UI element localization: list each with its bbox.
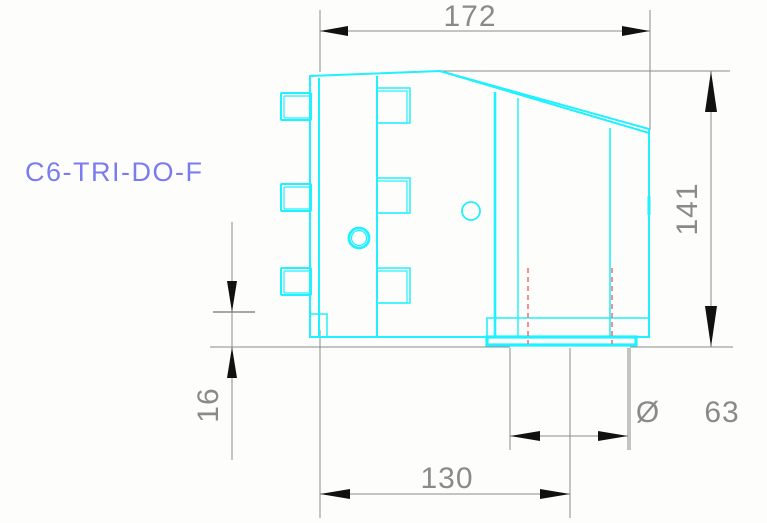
inner-tab-1b (376, 90, 408, 124)
dimension-value-141: 141 (671, 182, 704, 235)
diameter-symbol: Ø (636, 396, 660, 429)
arrow-130-left (320, 489, 350, 499)
dimension-value-130: 130 (420, 462, 473, 495)
part-geometry-group (280, 69, 651, 347)
taper-inner-line (439, 70, 650, 134)
dimension-lines-group (210, 10, 733, 518)
arrow-141-bottom (705, 306, 717, 347)
dimension-value-63: 63 (704, 396, 739, 429)
inner-tab-2 (376, 177, 411, 214)
inner-tab-3 (376, 267, 411, 304)
hole-left (347, 226, 371, 250)
body-main-outline (309, 69, 650, 338)
arrow-172-right (622, 26, 650, 36)
inner-tab-2b (376, 180, 408, 214)
part-label: C6-TRI-DO-F (25, 157, 203, 187)
arrow-dia-right (598, 431, 628, 441)
left-flange-2 (280, 183, 312, 212)
arrow-16-upper (227, 281, 237, 312)
left-bottom-notch (309, 313, 328, 338)
left-flange-3 (280, 267, 312, 296)
left-flange-3-inner (283, 270, 312, 294)
arrow-dia-left (510, 431, 540, 441)
centerlines-group (527, 268, 613, 344)
dimension-value-172: 172 (443, 0, 496, 33)
arrow-141-top (705, 71, 717, 112)
inner-tab-1 (376, 87, 411, 124)
arrow-130-right (540, 489, 570, 499)
left-flange-1 (280, 92, 312, 121)
inner-tab-3b (376, 270, 408, 304)
hole-left-inner (350, 229, 368, 247)
hole-right (461, 201, 481, 221)
base-plate-foot (485, 335, 638, 347)
dimension-value-16: 16 (192, 387, 225, 422)
left-flange-2-inner (283, 186, 312, 210)
base-plate-outline (486, 317, 650, 338)
arrowheads-group (227, 26, 717, 499)
left-flange-1-inner (283, 95, 312, 119)
arrow-172-left (320, 26, 348, 36)
arrow-16-lower (227, 347, 237, 378)
